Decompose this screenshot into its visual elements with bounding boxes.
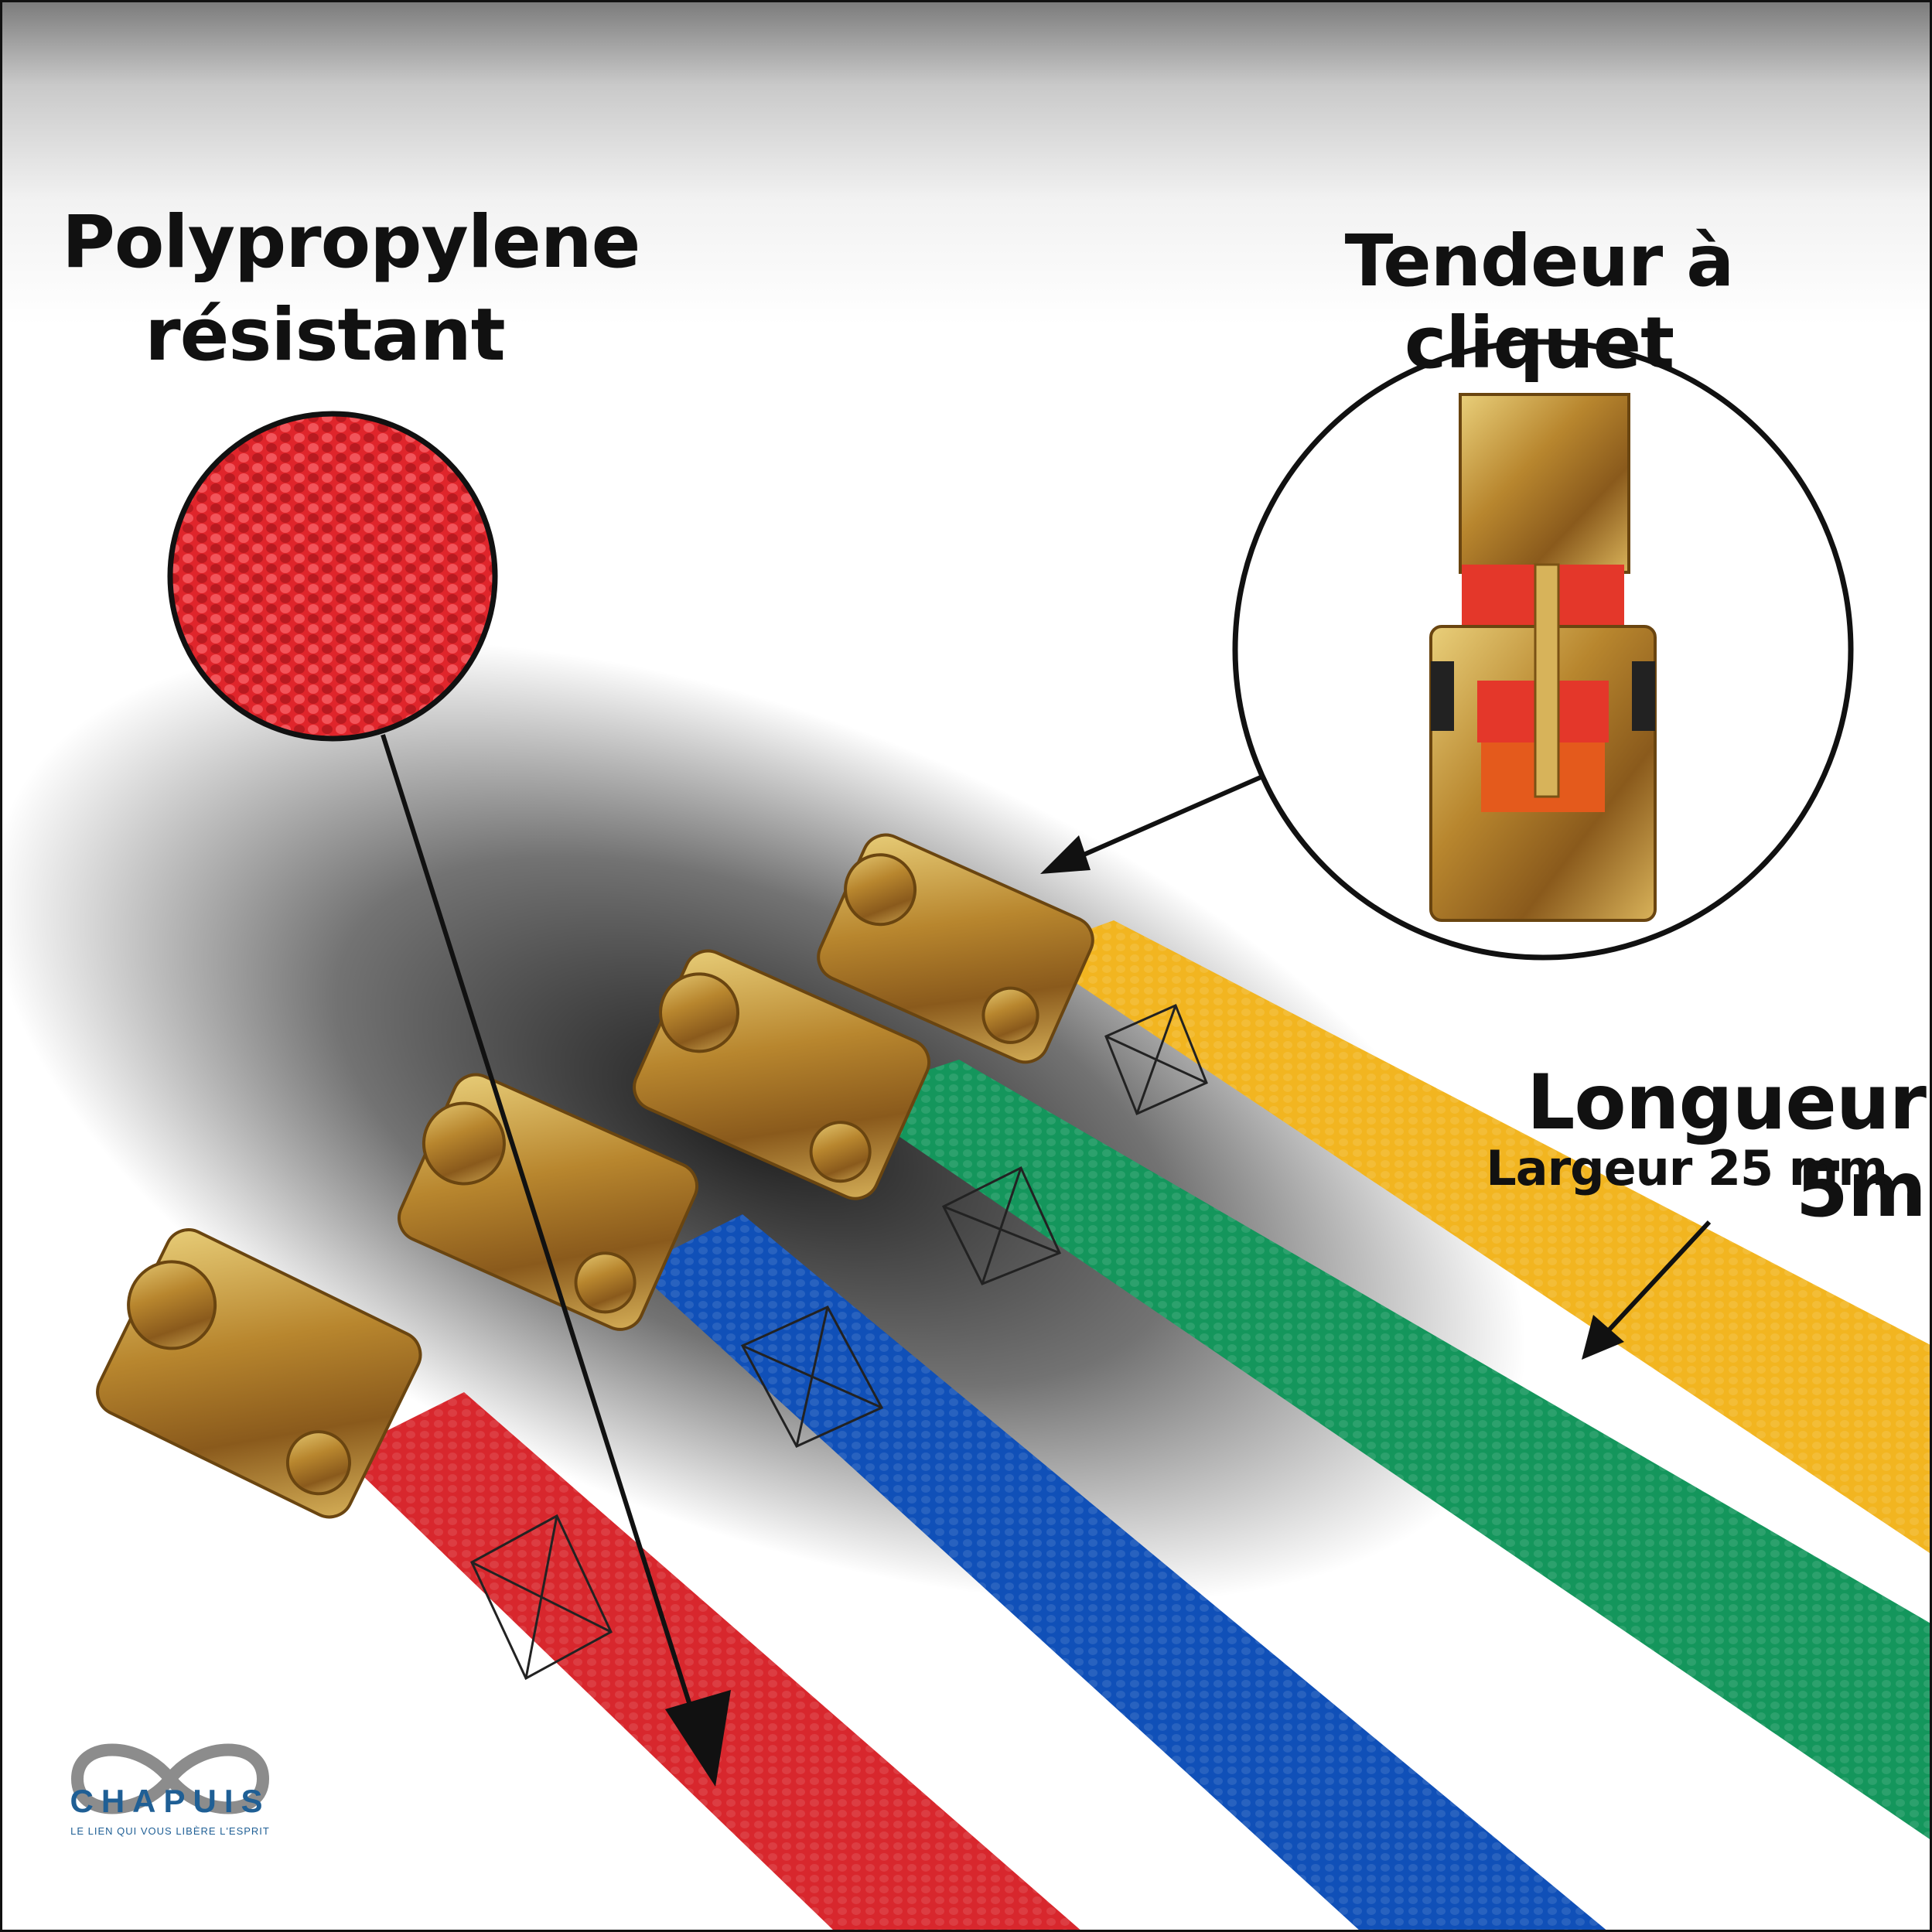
buckle-closeup [1232,339,1854,961]
material-label-line2: résistant [145,293,505,377]
width-label: Largeur 25 mm [1486,1140,1888,1196]
blue-strap-weave [634,1214,1609,1932]
brand-tagline: LE LIEN QUI VOUS LIBÈRE L'ESPRIT [70,1825,270,1837]
material-label-line1: Polypropylene [62,200,640,285]
stitch-marks [470,1003,1208,1681]
brand-name: CHAPUIS [70,1783,271,1819]
chapuis-logo-icon [70,1743,270,1814]
green-strap-weave [843,1060,1932,1841]
red-strap-weave [340,1392,1083,1932]
fabric-closeup [167,411,498,742]
ratchet-label: Tendeur à cliquet [1344,220,1735,384]
yellow-strap-weave [1029,920,1932,1555]
ratchet-buckles [96,833,1094,1519]
callout-arrows [381,734,1712,1787]
length-label: Longueur 5m [1526,1059,1927,1234]
